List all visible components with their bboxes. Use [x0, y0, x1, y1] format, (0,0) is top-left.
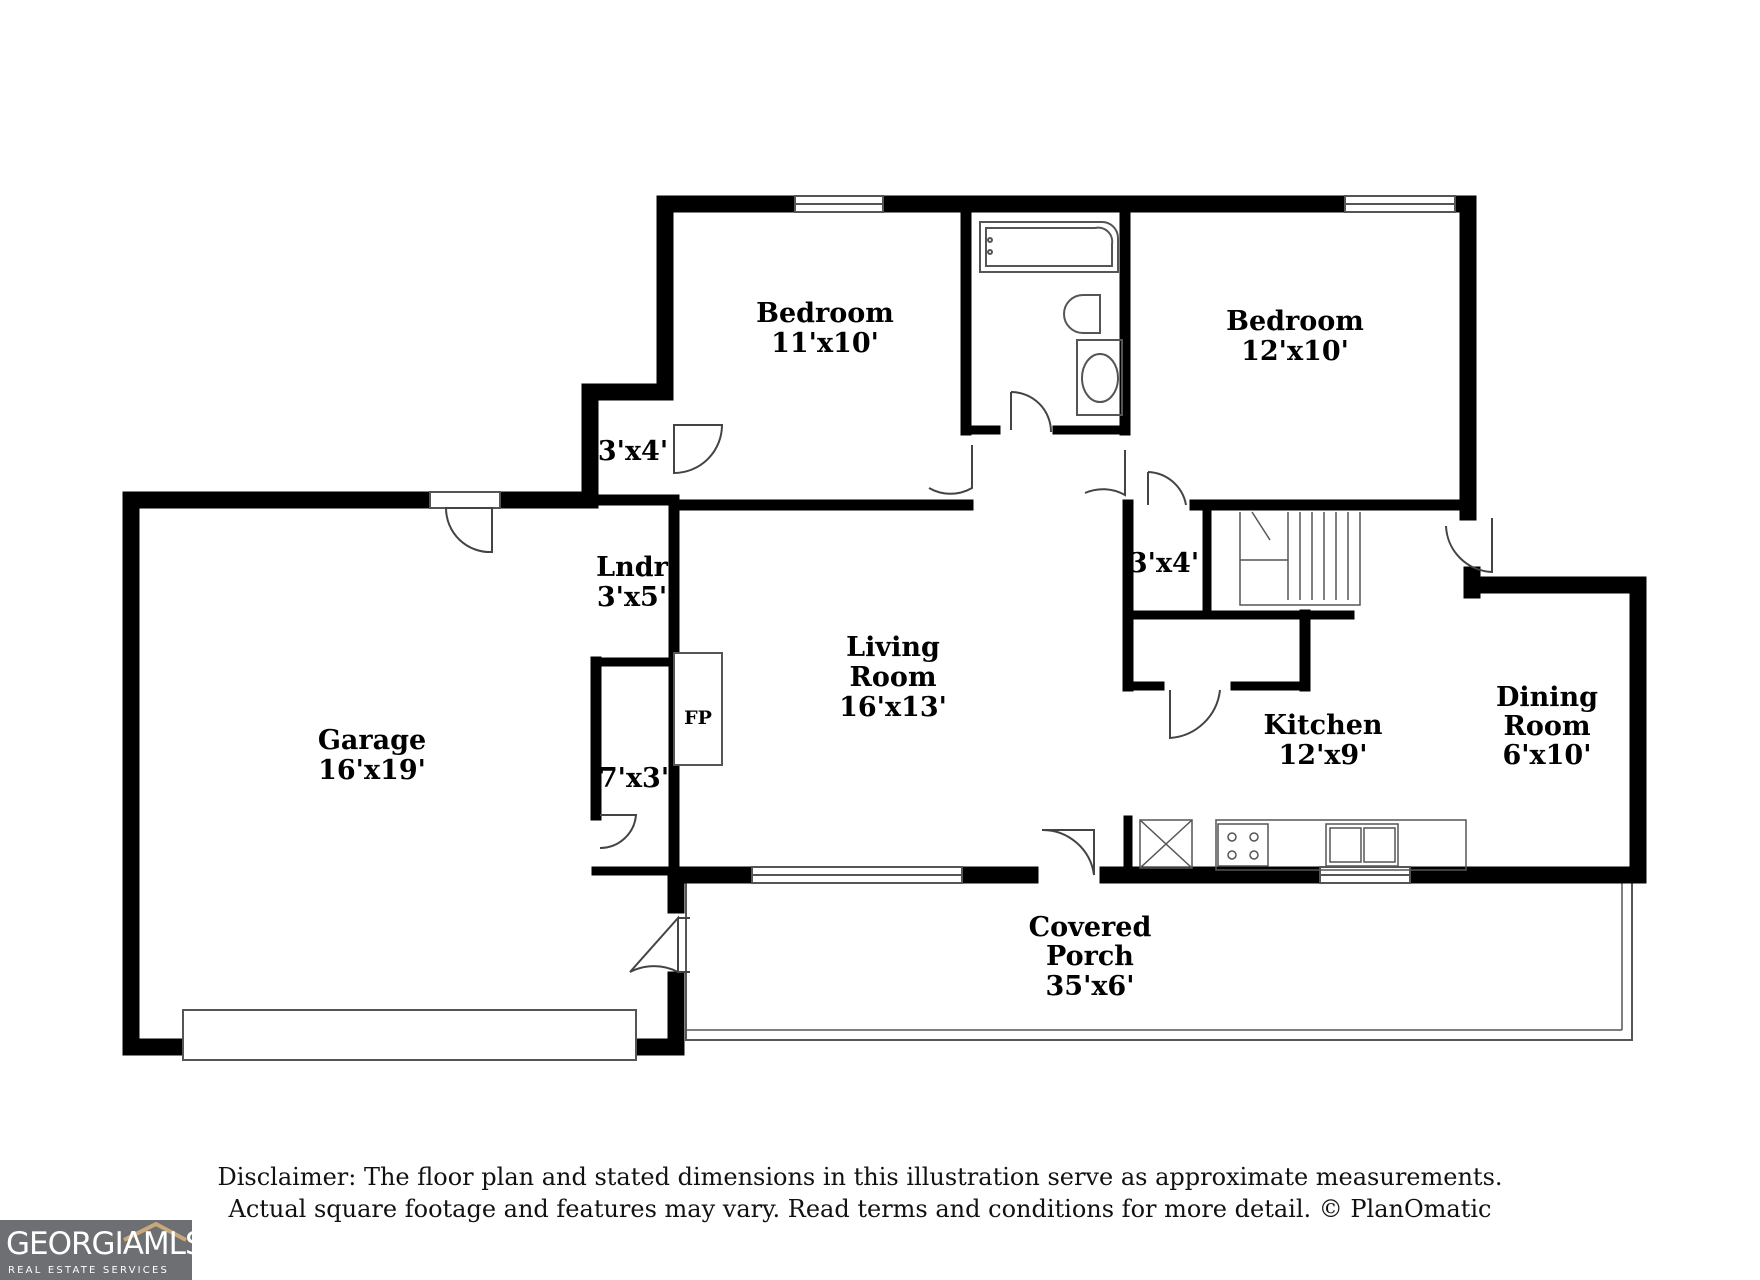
living-room-name-2: Room [849, 662, 936, 693]
covered-porch-name-1: Covered [1029, 912, 1152, 943]
door-bath [1010, 391, 1052, 433]
door-bedroom-left [928, 445, 973, 495]
door-closet-upper [673, 424, 724, 475]
kitchen-size: 12'x9' [1279, 740, 1368, 771]
covered-porch-name-2: Porch [1046, 941, 1134, 972]
stairs [1239, 511, 1361, 606]
kitchen-sink-icon [1325, 823, 1399, 867]
windows [182, 195, 1456, 1061]
closet-lower-size: 7'x3' [599, 763, 669, 794]
living-room-name-1: Living [846, 632, 940, 663]
doors [444, 391, 1493, 974]
bath-fixtures [979, 221, 1123, 416]
garage-name: Garage [318, 725, 426, 756]
closet-upper-size: 3'x4' [598, 436, 668, 467]
door-front [1041, 828, 1095, 876]
walls [122, 195, 1647, 1056]
georgia-mls-logo: GEORGIAMLS REAL ESTATE SERVICES [0, 1220, 205, 1280]
bedroom-right-name: Bedroom [1226, 306, 1364, 337]
logo-tagline: REAL ESTATE SERVICES [8, 1265, 170, 1276]
toilet-icon [1063, 294, 1101, 334]
door-pantry [1169, 689, 1221, 740]
covered-porch-size: 35'x6' [1046, 971, 1135, 1002]
dining-room-size: 6'x10' [1503, 740, 1592, 771]
door-closet-middle [1147, 471, 1187, 506]
living-room-size: 16'x13' [839, 692, 947, 723]
logo-brand: GEORGIAMLS [6, 1226, 205, 1262]
laundry-name: Lndr [596, 552, 668, 583]
door-bedroom-right [1084, 450, 1126, 497]
bedroom-right-size: 12'x10' [1241, 336, 1349, 367]
bedroom-left-size: 11'x10' [771, 328, 879, 359]
fireplace-box [673, 652, 723, 766]
disclaimer-line-1: Disclaimer: The floor plan and stated di… [217, 1163, 1503, 1191]
door-closet-lower [599, 814, 638, 850]
dining-room-name-2: Room [1503, 711, 1590, 742]
roof-icon [123, 1221, 187, 1242]
stove-icon [1217, 823, 1269, 867]
fireplace-label: FP [684, 707, 712, 729]
kitchen-counter [1139, 819, 1467, 871]
door-garage-side [629, 915, 679, 974]
sink-icon [1076, 339, 1123, 416]
bathtub-icon [979, 221, 1119, 273]
bedroom-left-name: Bedroom [756, 298, 894, 329]
kitchen-name: Kitchen [1263, 710, 1382, 741]
closet-middle-size: 3'x4' [1129, 548, 1199, 579]
disclaimer-line-2: Actual square footage and features may v… [228, 1195, 1492, 1223]
dining-room-name-1: Dining [1496, 682, 1598, 713]
porch-outline [685, 878, 1633, 1041]
dishwasher-icon [1139, 819, 1193, 869]
door-dining [1445, 518, 1493, 574]
door-garage-top [444, 507, 493, 554]
garage-size: 16'x19' [318, 755, 426, 786]
laundry-size: 3'x5' [597, 582, 667, 613]
